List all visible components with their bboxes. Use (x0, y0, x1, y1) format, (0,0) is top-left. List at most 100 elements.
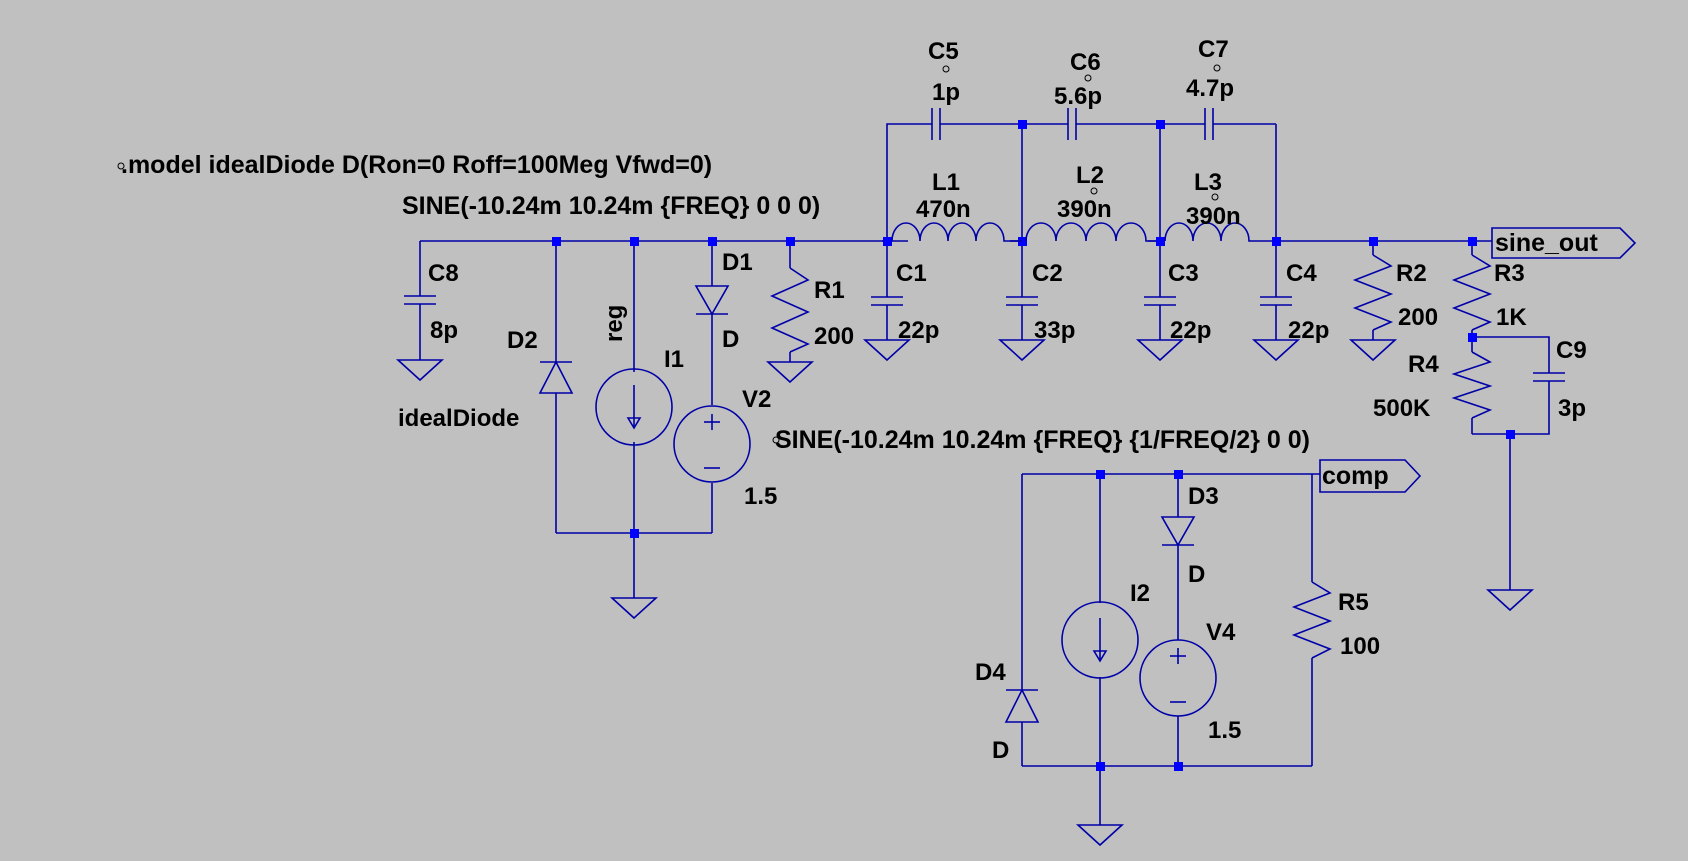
resistor-r2[interactable] (1352, 254, 1394, 331)
ground-icon (609, 597, 659, 620)
current-sources (595, 368, 1139, 679)
d2-name: D2 (507, 327, 538, 354)
capacitor-c5[interactable] (931, 108, 941, 140)
resistor-r4[interactable] (1451, 351, 1493, 419)
directive-anchor (772, 436, 780, 444)
v2-name: V2 (742, 386, 771, 413)
l1-name: L1 (932, 169, 960, 196)
ground-icon (1485, 589, 1535, 612)
sine-source-1[interactable]: SINE(-10.24m 10.24m {FREQ} 0 0 0) (402, 192, 820, 220)
c8-value: 8p (430, 317, 458, 344)
i2-name: I2 (1130, 580, 1150, 607)
junction (883, 237, 892, 246)
capacitor-c1[interactable] (871, 296, 903, 306)
ground-icon (1075, 824, 1125, 847)
r5-value: 100 (1340, 633, 1380, 660)
junction (708, 237, 717, 246)
ground-icon (765, 361, 815, 384)
r2-value: 200 (1398, 304, 1438, 331)
c7-value: 4.7p (1186, 75, 1234, 102)
inductor-l2[interactable] (1025, 222, 1156, 242)
c3-name: C3 (1168, 260, 1199, 287)
diode-d3[interactable] (1160, 516, 1196, 547)
resistor-r1[interactable] (770, 267, 810, 353)
v2-value: 1.5 (744, 483, 777, 510)
junction (1369, 237, 1378, 246)
output-port-icon[interactable] (1319, 459, 1422, 493)
junction (1018, 237, 1027, 246)
diode-d1[interactable] (694, 285, 730, 316)
wire-c9-top (1472, 336, 1550, 373)
net-ports (1319, 227, 1637, 493)
c8-name: C8 (428, 260, 459, 287)
anchors (117, 64, 1221, 444)
net-label-comp: comp (1322, 462, 1389, 490)
resistor-r5[interactable] (1291, 581, 1333, 659)
junction (1468, 237, 1477, 246)
junctions (552, 120, 1515, 771)
ground-icon (395, 359, 445, 382)
inductor-l3[interactable] (1164, 222, 1250, 242)
capacitor-c4[interactable] (1260, 296, 1292, 306)
directive-anchor (1084, 74, 1092, 82)
labels: .model idealDiode D(Ron=0 Roff=100Meg Vf… (121, 36, 1598, 764)
l3-name: L3 (1194, 169, 1222, 196)
c4-value: 22p (1288, 317, 1329, 344)
current-source-i2[interactable] (1061, 601, 1139, 679)
c9-name: C9 (1556, 337, 1587, 364)
capacitor-c2[interactable] (1006, 296, 1038, 306)
diode-d4[interactable] (1004, 688, 1040, 723)
current-source-i1[interactable] (595, 368, 673, 446)
directive-anchor (1090, 187, 1098, 195)
capacitor-c9[interactable] (1533, 372, 1565, 382)
resistor-r3[interactable] (1451, 254, 1493, 331)
capacitor-c3[interactable] (1144, 296, 1176, 306)
l3-value: 390n (1186, 203, 1241, 230)
capacitor-c8[interactable] (404, 295, 436, 305)
r4-name: R4 (1408, 351, 1439, 378)
voltage-source-v2[interactable] (673, 405, 751, 483)
voltage-sources (673, 405, 1217, 717)
diode-d2[interactable] (538, 360, 574, 394)
directive-anchor (1213, 64, 1221, 72)
inductor-l1[interactable] (891, 222, 1022, 242)
c2-name: C2 (1032, 260, 1063, 287)
c1-name: C1 (896, 260, 927, 287)
voltage-source-v4[interactable] (1139, 639, 1217, 717)
junction (1096, 470, 1105, 479)
directive-anchor (1211, 193, 1219, 201)
inductors (891, 222, 1250, 242)
ground-icon (1251, 339, 1301, 362)
model-directive[interactable]: .model idealDiode D(Ron=0 Roff=100Meg Vf… (121, 151, 712, 179)
c1-value: 22p (898, 317, 939, 344)
junction (1174, 762, 1183, 771)
c6-name: C6 (1070, 49, 1101, 76)
c4-name: C4 (1286, 260, 1317, 287)
ground-icon (997, 339, 1047, 362)
d3-name: D3 (1188, 483, 1219, 510)
r5-name: R5 (1338, 589, 1369, 616)
c5-name: C5 (928, 38, 959, 65)
output-port-icon[interactable] (1491, 227, 1637, 259)
wire-r4-c9-bot (1472, 381, 1550, 435)
junction (552, 237, 561, 246)
junction (1096, 762, 1105, 771)
i1-name: I1 (664, 346, 684, 373)
junction (1468, 333, 1477, 342)
junction (1506, 430, 1515, 439)
wires (419, 123, 1550, 825)
i1-value: reg (601, 305, 628, 342)
c5-value: 1p (932, 79, 960, 106)
d3-model: D (1188, 561, 1205, 588)
r1-value: 200 (814, 323, 854, 350)
d1-model: D (722, 326, 739, 353)
capacitors (404, 108, 1565, 382)
diodes (538, 285, 1196, 723)
r3-name: R3 (1494, 260, 1525, 287)
d4-name: D4 (975, 659, 1006, 686)
sine-source-2[interactable]: SINE(-10.24m 10.24m {FREQ} {1/FREQ/2} 0 … (775, 426, 1310, 454)
r1-name: R1 (814, 277, 845, 304)
d2-model: idealDiode (398, 405, 519, 432)
capacitor-c7[interactable] (1204, 108, 1214, 140)
capacitor-c6[interactable] (1067, 108, 1077, 140)
